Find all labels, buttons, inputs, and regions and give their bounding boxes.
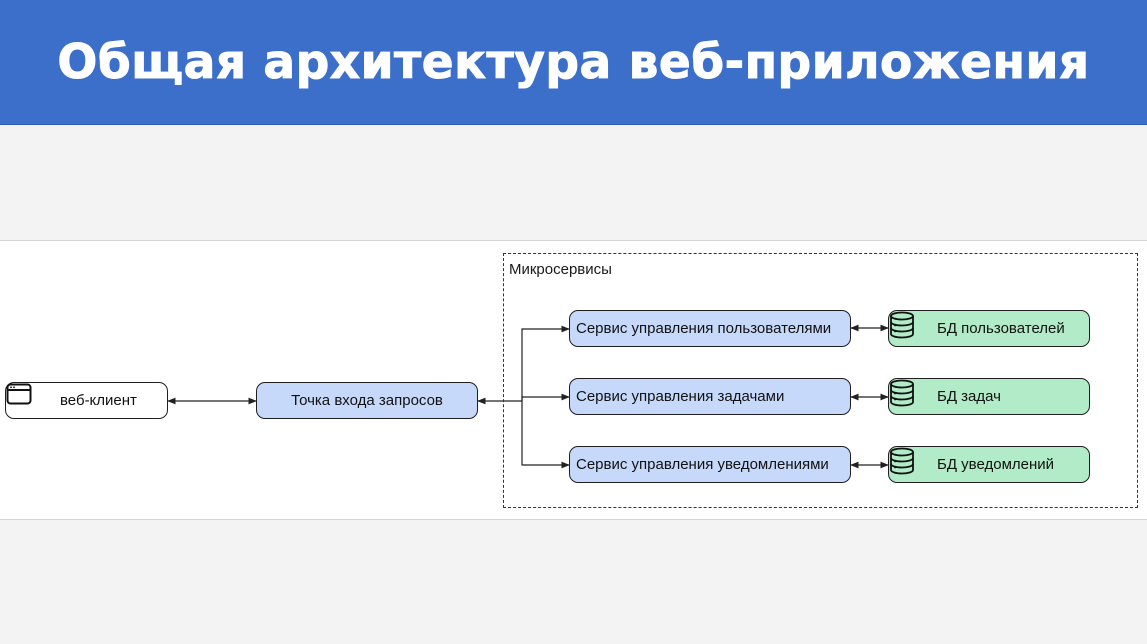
users-service-node[interactable]: Сервис управления пользователями [569,310,851,347]
notifications-service-node[interactable]: Сервис управления уведомлениями [569,446,851,483]
notifications-db-label: БД уведомлений [937,456,1055,473]
tasks-db-label: БД задач [937,388,1001,405]
users-service-label: Сервис управления пользователями [576,320,832,337]
microservices-group: Микросервисы [503,253,1138,508]
tasks-service-node[interactable]: Сервис управления задачами [569,378,851,415]
database-icon [890,379,927,411]
notifications-db-node[interactable]: БД уведомлений [888,446,1090,483]
users-db-node[interactable]: БД пользователей [888,310,1090,347]
users-db-label: БД пользователей [937,320,1065,337]
gateway-tasks-service-connector [521,393,570,401]
gateway-users-service-connector [477,325,570,405]
api-gateway-label: Точка входа запросов [291,392,443,409]
database-icon [890,311,927,343]
browser-window-icon [6,383,40,412]
notifications-service-label: Сервис управления уведомлениями [576,456,829,473]
title-bar: Общая архитектура веб-приложения [0,0,1147,125]
connectors-layer [167,324,889,469]
microservices-group-label: Микросервисы [509,261,612,278]
web-client-node[interactable]: веб-клиент [5,382,168,419]
gateway-notifications-service-connector [521,401,570,469]
database-icon [890,447,927,479]
tasks-db-node[interactable]: БД задач [888,378,1090,415]
web-client-label: веб-клиент [60,392,137,409]
architecture-diagram: Микросервисы веб-клиент Точка входа запр… [0,240,1147,520]
page-title: Общая архитектура веб-приложения [57,34,1090,90]
tasks-service-label: Сервис управления задачами [576,388,785,405]
api-gateway-node[interactable]: Точка входа запросов [256,382,478,419]
